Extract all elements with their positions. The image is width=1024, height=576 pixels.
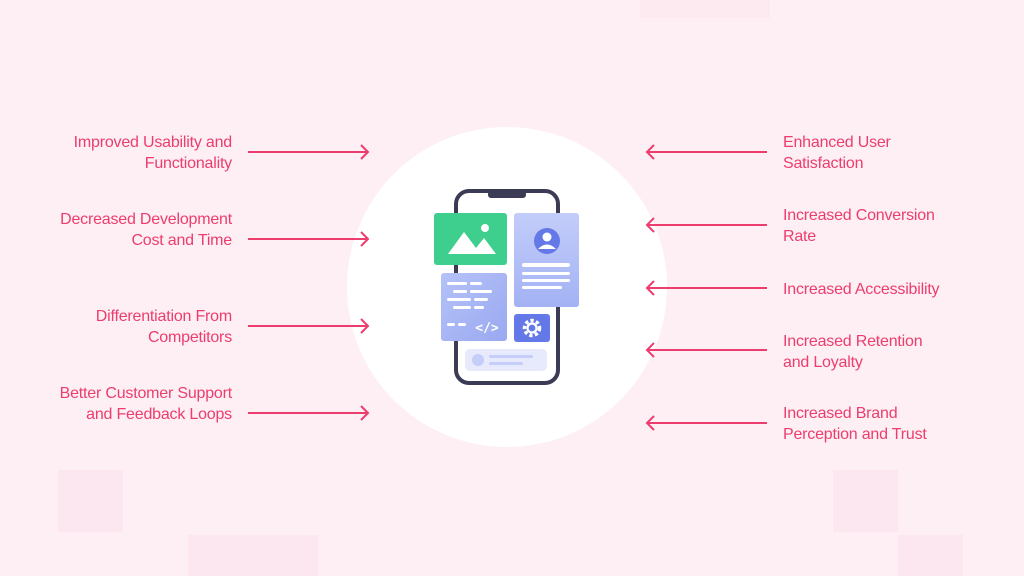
svg-text:</>: </> [475,321,499,336]
right-arrow-icon [248,318,370,334]
phone-illustration: </> [434,189,579,385]
right-arrow-icon [248,144,370,160]
left-benefit-label: Better Customer Support and Feedback Loo… [59,385,233,423]
profile-icon [514,213,579,307]
right-benefit-label: Increased Retention and Loyalty [783,333,923,371]
code-icon: </> [441,273,507,341]
background-tile [640,0,770,18]
right-arrow-icon [248,405,370,421]
background-tile [58,470,123,532]
left-arrow-icon [645,144,767,160]
left-arrow-icon [645,217,767,233]
left-benefit-label: Decreased Development Cost and Time [60,211,232,249]
right-benefit-label: Increased Brand Perception and Trust [783,405,927,443]
background-tile [188,535,318,576]
right-benefit-label: Enhanced User Satisfaction [783,134,891,172]
left-arrow-icon [645,280,767,296]
left-benefit-label: Improved Usability and Functionality [73,134,233,172]
right-arrow-icon [248,231,370,247]
right-benefit-label: Increased Conversion Rate [783,207,935,245]
image-icon [434,213,507,265]
left-arrow-icon [645,415,767,431]
left-arrow-icon [645,342,767,358]
gear-icon [514,314,550,342]
background-tile [898,535,963,576]
right-benefit-label: Increased Accessibility [783,281,940,298]
background-tile [833,470,898,532]
left-benefit-label: Differentiation From Competitors [95,308,232,346]
